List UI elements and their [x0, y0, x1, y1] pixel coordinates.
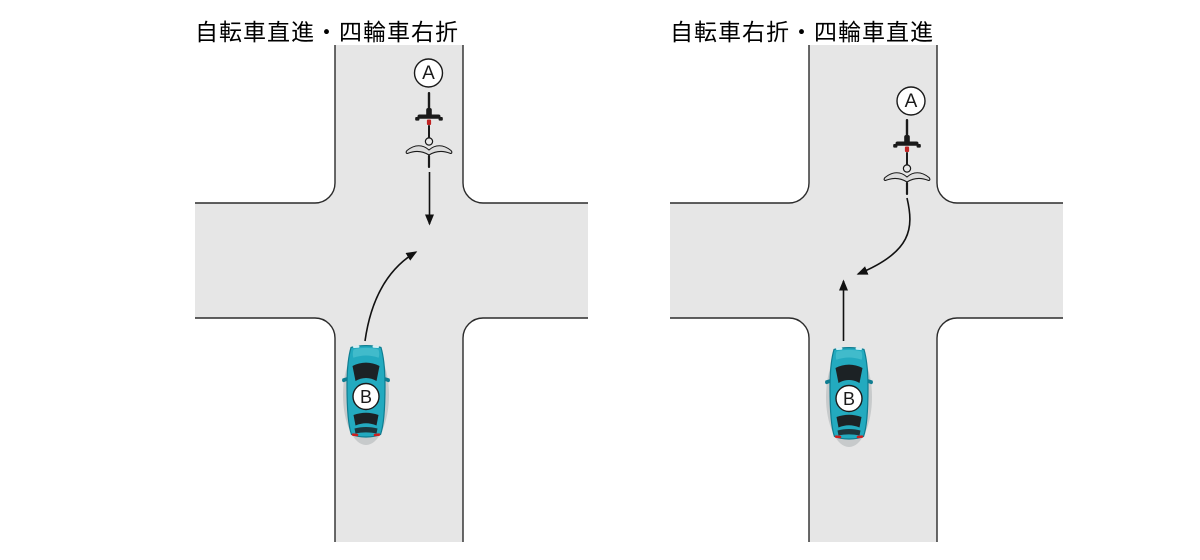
label-a-circle	[413, 58, 444, 88]
right-diagram-title: 自転車右折・四輪車直進	[670, 19, 934, 45]
label-b-right: B	[835, 384, 863, 413]
right-intersection-road	[670, 45, 1063, 542]
road-edge-bottom-right	[936, 317, 1063, 542]
left-diagram: A B	[195, 45, 588, 542]
bicycle-right-turn-arrow	[856, 197, 911, 275]
label-a-left: A	[413, 58, 444, 88]
road-edges	[670, 45, 1063, 542]
road-edge-bottom-left	[195, 317, 336, 542]
label-a-right: A	[896, 86, 926, 116]
road-edge-top-right	[936, 45, 1063, 204]
road-edge-top-left	[670, 45, 810, 204]
road-edge-top-right	[462, 45, 588, 204]
label-a-letter: A	[422, 63, 435, 84]
label-b-letter: B	[360, 387, 372, 407]
label-a-circle	[896, 86, 926, 116]
road-surface	[670, 45, 1063, 542]
road-edge-bottom-left	[670, 317, 810, 542]
left-intersection-road	[195, 45, 588, 542]
right-diagram: A B	[670, 45, 1063, 542]
road-surface	[195, 45, 588, 542]
road-edge-top-left	[195, 45, 336, 204]
road-edges	[195, 45, 588, 542]
left-diagram-title: 自転車直進・四輪車右折	[195, 19, 459, 45]
label-a-letter: A	[905, 91, 918, 112]
label-b-left: B	[352, 382, 380, 411]
road-edge-bottom-right	[462, 317, 588, 542]
label-b-circle	[352, 382, 380, 411]
label-b-letter: B	[843, 389, 855, 409]
label-b-circle	[835, 384, 863, 413]
car-right-turn-arrow	[364, 251, 418, 342]
